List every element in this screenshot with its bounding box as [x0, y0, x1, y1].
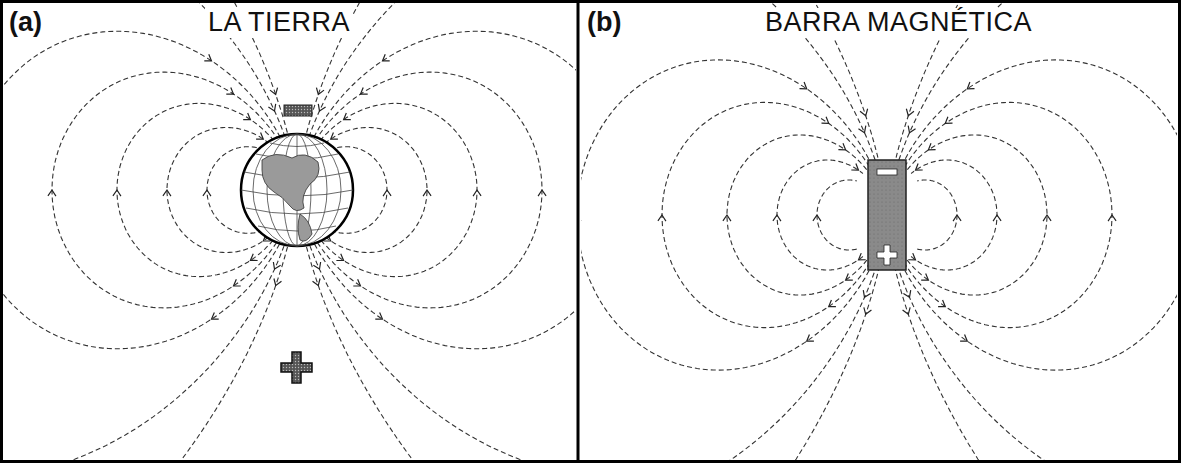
field-arrowhead: [204, 54, 213, 64]
field-arrowhead: [921, 273, 930, 283]
field-arrowhead: [268, 104, 278, 113]
field-line: [895, 3, 1177, 460]
field-arrowhead: [723, 215, 731, 221]
field-arrowhead: [804, 335, 813, 345]
field-arrowhead: [316, 104, 326, 113]
field-arrowhead: [203, 190, 211, 196]
field-arrowhead: [913, 163, 923, 173]
field-arrowhead: [960, 335, 969, 345]
field-arrowhead: [313, 279, 323, 287]
field-arrowhead: [1043, 215, 1051, 221]
field-arrowhead: [858, 126, 868, 135]
field-arrowhead: [799, 82, 809, 92]
panel-letter: (a): [6, 8, 45, 38]
negative-pole-symbol: [284, 105, 312, 116]
field-arrowhead: [231, 279, 240, 289]
field-arrowhead: [904, 109, 913, 117]
field-arrowhead: [903, 307, 913, 315]
bar-field-lines: [581, 3, 1177, 460]
field-arrowhead: [838, 143, 848, 153]
field-arrowhead: [256, 132, 265, 142]
field-arrowhead: [861, 290, 871, 299]
field-arrowhead: [813, 215, 821, 221]
field-arrowhead: [906, 126, 916, 135]
field-arrowhead: [48, 190, 56, 196]
field-arrowhead: [380, 54, 389, 64]
field-arrowhead: [953, 215, 961, 221]
field-arrowhead: [353, 279, 362, 289]
field-arrowhead: [903, 290, 913, 299]
field-line: [817, 180, 857, 250]
field-line: [901, 60, 1177, 370]
earth-field-lines: [3, 3, 576, 460]
field-arrowhead: [908, 253, 917, 263]
field-arrowhead: [851, 163, 861, 173]
field-arrowhead: [826, 300, 835, 310]
field-line: [917, 180, 957, 250]
field-arrowhead: [965, 82, 975, 92]
field-line: [727, 135, 867, 295]
field-arrowhead: [862, 307, 872, 315]
earth-globe: [241, 134, 353, 246]
field-arrowhead: [336, 254, 345, 264]
field-arrowhead: [993, 215, 1001, 221]
panel-title: BARRA MAGNÉTICA: [762, 8, 1035, 38]
field-line: [904, 102, 1112, 327]
field-line: [581, 60, 873, 370]
field-line: [897, 3, 1177, 460]
field-arrowhead: [860, 109, 869, 117]
panel-letter: (b): [584, 8, 624, 38]
field-arrowhead: [113, 190, 121, 196]
field-line: [662, 102, 870, 327]
field-line: [3, 3, 287, 460]
field-arrowhead: [209, 312, 218, 322]
field-line: [581, 3, 877, 460]
panel-divider: [577, 1, 580, 462]
field-arrowhead: [821, 117, 831, 127]
field-arrowhead: [943, 117, 953, 127]
field-arrowhead: [226, 87, 235, 97]
field-arrowhead: [843, 273, 852, 283]
field-arrowhead: [473, 190, 481, 196]
field-arrowhead: [375, 312, 384, 322]
field-line: [911, 160, 997, 270]
field-arrowhead: [658, 215, 666, 221]
field-arrowhead: [272, 279, 282, 287]
field-arrowhead: [163, 190, 171, 196]
field-arrowhead: [328, 132, 337, 142]
field-line: [305, 3, 576, 460]
field-arrowhead: [271, 262, 281, 271]
field-arrowhead: [315, 88, 325, 96]
field-arrowhead: [773, 215, 781, 221]
field-arrowhead: [358, 87, 367, 97]
field-arrowhead: [1108, 215, 1116, 221]
field-arrowhead: [938, 300, 947, 310]
field-arrowhead: [270, 88, 280, 96]
panel-title: LA TIERRA: [205, 8, 353, 38]
bar-magnet: [868, 160, 906, 270]
field-arrowhead: [423, 190, 431, 196]
field-line: [907, 135, 1047, 295]
field-line: [307, 3, 576, 460]
field-line: [581, 3, 879, 460]
field-arrowhead: [538, 190, 546, 196]
field-line: [3, 3, 289, 460]
field-arrowhead: [856, 253, 865, 263]
field-arrowhead: [341, 113, 350, 123]
field-arrowhead: [248, 254, 257, 264]
field-line: [777, 160, 863, 270]
positive-pole-symbol: [281, 352, 312, 383]
field-arrowhead: [243, 113, 252, 123]
field-arrowhead: [313, 262, 323, 271]
field-arrowhead: [383, 190, 391, 196]
field-arrowhead: [926, 143, 936, 153]
